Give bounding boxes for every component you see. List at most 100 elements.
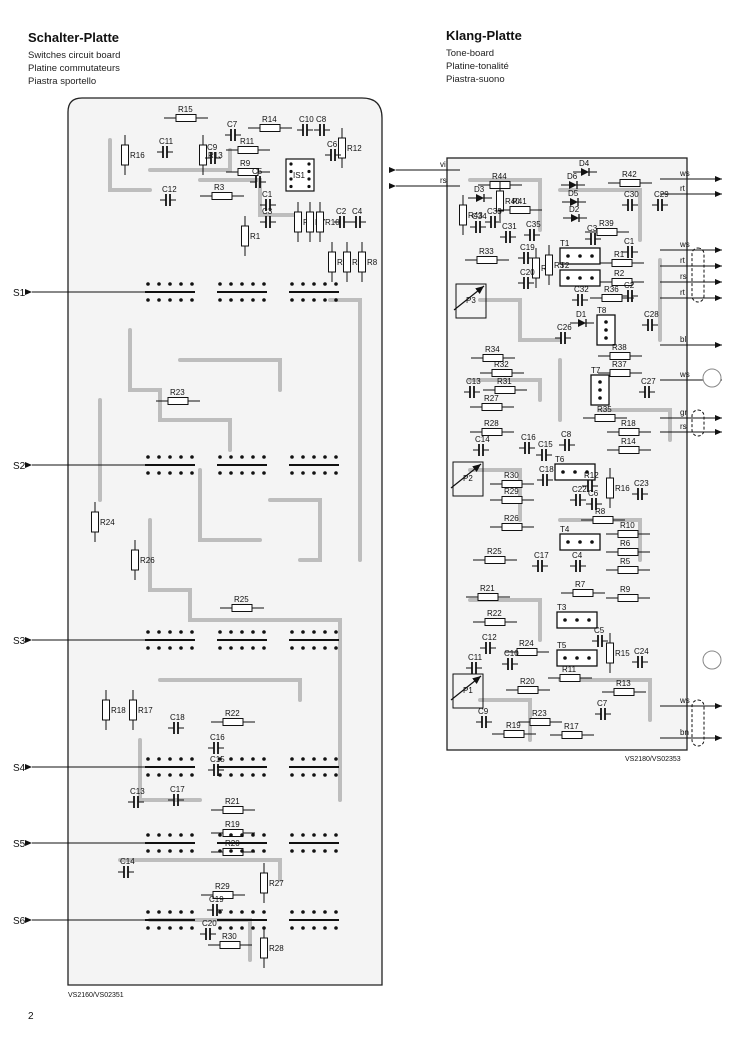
svg-text:S2: S2: [13, 461, 26, 472]
right-comp-r13: R13: [602, 679, 646, 696]
right-comp-c24: C24: [632, 647, 649, 668]
switch-s2: S2: [13, 461, 150, 472]
svg-text:R9: R9: [620, 585, 631, 594]
right-comp-r11: R11: [548, 665, 592, 682]
svg-text:C5: C5: [594, 626, 605, 635]
left-comp-c20: C20: [200, 919, 217, 940]
svg-text:P2: P2: [463, 474, 473, 483]
right-comp-r5: R5: [606, 557, 650, 574]
right-comp-r25: R25: [473, 547, 517, 564]
svg-text:R3: R3: [214, 183, 225, 192]
svg-text:D1: D1: [576, 310, 587, 319]
svg-text:R15: R15: [615, 649, 630, 658]
svg-text:ws: ws: [679, 370, 690, 379]
right-comp-r38: R38: [598, 343, 642, 360]
svg-text:C15: C15: [538, 440, 553, 449]
svg-text:C14: C14: [475, 435, 490, 444]
left-comp-c2: C2: [334, 207, 350, 228]
right-comp-c8: C8: [559, 430, 575, 451]
wire-ws-12: ws: [660, 696, 722, 709]
wire-gr-10: gr: [660, 408, 722, 421]
right-comp-c3: C3: [585, 224, 601, 245]
svg-text:T3: T3: [557, 603, 567, 612]
svg-text:R28: R28: [269, 944, 284, 953]
svg-text:R14: R14: [621, 437, 636, 446]
left-comp-c14: C14: [118, 857, 135, 878]
left-comp-c1: C1: [260, 190, 276, 211]
svg-text:C15: C15: [210, 755, 225, 764]
right-comp-c33: C33: [485, 207, 502, 228]
switch-s6: S6: [13, 916, 150, 927]
svg-text:C34: C34: [472, 212, 487, 221]
svg-text:R28: R28: [484, 419, 499, 428]
right-comp-c6: C6: [586, 489, 602, 510]
svg-text:rt: rt: [680, 184, 686, 193]
svg-text:C20: C20: [520, 268, 535, 277]
right-comp-p2: P2: [450, 461, 484, 497]
svg-text:C20: C20: [202, 919, 217, 928]
svg-text:R24: R24: [519, 639, 534, 648]
svg-text:T4: T4: [560, 525, 570, 534]
right-comp-r41: R41: [498, 197, 542, 214]
left-comp-r8: R8: [358, 242, 378, 282]
svg-text:IS1: IS1: [293, 171, 306, 180]
right-comp-c12: C12: [480, 633, 497, 654]
svg-text:R11: R11: [562, 665, 577, 674]
left-comp-r11: R11: [226, 137, 270, 154]
right-comp-c19: C19: [518, 243, 535, 264]
right-comp-c23: C23: [632, 479, 649, 500]
svg-text:R39: R39: [599, 219, 614, 228]
left-comp-c15: C15: [208, 755, 225, 776]
left-comp-r9: R9: [226, 159, 270, 176]
left-comp-r25: R25: [220, 595, 264, 612]
svg-text:C6: C6: [588, 489, 599, 498]
right-comp-r28: R28: [470, 419, 514, 436]
svg-text:S6: S6: [13, 916, 26, 927]
svg-text:R16: R16: [615, 484, 630, 493]
right-comp-t3: T3: [556, 603, 598, 629]
svg-text:R33: R33: [479, 247, 494, 256]
svg-text:vi: vi: [440, 160, 446, 169]
left-comp-c17: C17: [168, 785, 185, 806]
svg-text:R35: R35: [597, 405, 612, 414]
svg-text:C2: C2: [336, 207, 347, 216]
svg-text:C7: C7: [227, 120, 238, 129]
switch-s1: S1: [13, 288, 150, 299]
left-comp-r16: R16: [121, 135, 145, 175]
right-board-title: Klang-Platte: [446, 28, 522, 43]
right-comp-t5: T5: [556, 641, 598, 667]
right-comp-r40: R40: [496, 181, 520, 221]
right-comp-r22: R22: [473, 609, 517, 626]
left-comp-c6: C6: [325, 140, 341, 161]
switch-s4: S4: [13, 763, 150, 774]
left-comp-r21: R21: [211, 797, 255, 814]
svg-text:R12: R12: [347, 144, 362, 153]
svg-text:C3: C3: [587, 224, 598, 233]
svg-text:C32: C32: [574, 285, 589, 294]
right-comp-c26: C26: [555, 323, 572, 344]
left-comp-c13: C13: [128, 787, 145, 808]
svg-text:C11: C11: [468, 653, 483, 662]
left-comp-r23: R23: [156, 388, 200, 405]
svg-text:R18: R18: [621, 419, 636, 428]
left-comp-c3: C3: [260, 207, 276, 228]
svg-text:C26: C26: [557, 323, 572, 332]
left-board-code: VS2160/VS02351: [68, 992, 124, 999]
svg-text:ws: ws: [679, 696, 690, 705]
right-comp-r43: R43: [459, 195, 483, 235]
left-comp-r19: R19: [211, 820, 255, 837]
left-comp-r14: R14: [248, 115, 292, 132]
right-comp-r17: R17: [550, 722, 594, 739]
right-board-subtitle-it: Piastra-suono: [446, 74, 505, 85]
wire-rs-11: rs: [660, 422, 722, 435]
right-comp-r20: R20: [506, 677, 550, 694]
left-comp-r17: R17: [129, 690, 153, 730]
svg-text:R2: R2: [337, 258, 348, 267]
svg-text:R9: R9: [240, 159, 251, 168]
right-comp-c32: C32: [572, 285, 589, 306]
svg-text:R4: R4: [352, 258, 363, 267]
wire-bl-8: bl: [660, 335, 722, 348]
